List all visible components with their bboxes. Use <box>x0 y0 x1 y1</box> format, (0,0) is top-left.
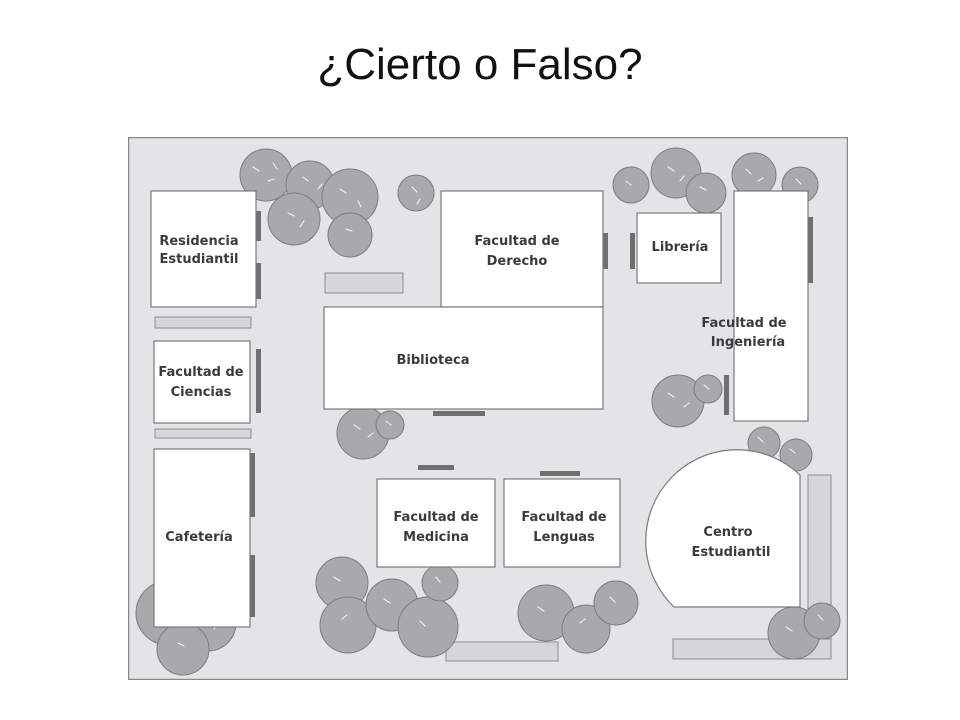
building-ingenieria-label-2: Ingeniería <box>711 335 785 350</box>
building-lenguas-label-2: Lenguas <box>533 530 595 545</box>
slide-title: ¿Cierto o Falso? <box>317 40 643 89</box>
building-medicina[interactable]: Facultad de Medicina <box>376 478 496 568</box>
building-cafeteria[interactable]: Cafetería <box>153 448 251 628</box>
building-cafeteria-label-1: Cafetería <box>165 530 232 545</box>
campus-map: Residencia Estudiantil Facultad de Derec… <box>128 137 848 680</box>
building-medicina-label-1: Facultad de <box>393 510 478 525</box>
building-ciencias[interactable]: Facultad de Ciencias <box>153 340 251 424</box>
building-biblioteca[interactable]: Biblioteca <box>323 306 604 410</box>
building-residencia[interactable]: Residencia Estudiantil <box>150 190 257 308</box>
walkway-south <box>445 641 559 662</box>
building-lenguas[interactable]: Facultad de Lenguas <box>503 478 621 568</box>
buildings: Residencia Estudiantil Facultad de Derec… <box>150 190 809 628</box>
walkway-north <box>324 272 404 294</box>
walkway-ciencias <box>154 428 252 439</box>
building-libreria[interactable]: Librería <box>636 212 722 284</box>
building-derecho-label-1: Facultad de <box>474 234 559 249</box>
building-ciencias-label-1: Facultad de <box>158 365 243 380</box>
building-ingenieria[interactable]: Facultad de Ingeniería <box>701 190 809 422</box>
building-derecho[interactable]: Facultad de Derecho <box>440 190 604 308</box>
building-biblioteca-label-1: Biblioteca <box>396 353 469 368</box>
building-ciencias-label-2: Ciencias <box>171 385 232 400</box>
tree-cluster-nw <box>239 148 435 258</box>
campus-map-svg: Residencia Estudiantil Facultad de Derec… <box>128 137 848 680</box>
building-lenguas-label-1: Facultad de <box>521 510 606 525</box>
building-centro-label-1: Centro <box>703 525 752 540</box>
building-centro[interactable]: Centro Estudiantil <box>645 449 801 608</box>
building-ingenieria-label-1: Facultad de <box>701 316 786 331</box>
building-centro-label-2: Estudiantil <box>691 545 770 560</box>
walkways <box>154 272 832 662</box>
building-residencia-label-1: Residencia <box>159 234 238 249</box>
walkway-residencia <box>154 316 252 329</box>
tree-cluster-ne <box>612 147 819 214</box>
tree-cluster-centro-ne <box>747 426 813 472</box>
building-residencia-label-2: Estudiantil <box>159 252 238 267</box>
building-derecho-label-2: Derecho <box>487 254 548 269</box>
tree-cluster-se <box>767 602 841 660</box>
tree-cluster-ingenieria <box>651 374 723 428</box>
building-medicina-label-2: Medicina <box>403 530 469 545</box>
building-libreria-label-1: Librería <box>652 240 709 255</box>
tree-cluster-south <box>315 556 639 658</box>
doors <box>250 211 813 617</box>
